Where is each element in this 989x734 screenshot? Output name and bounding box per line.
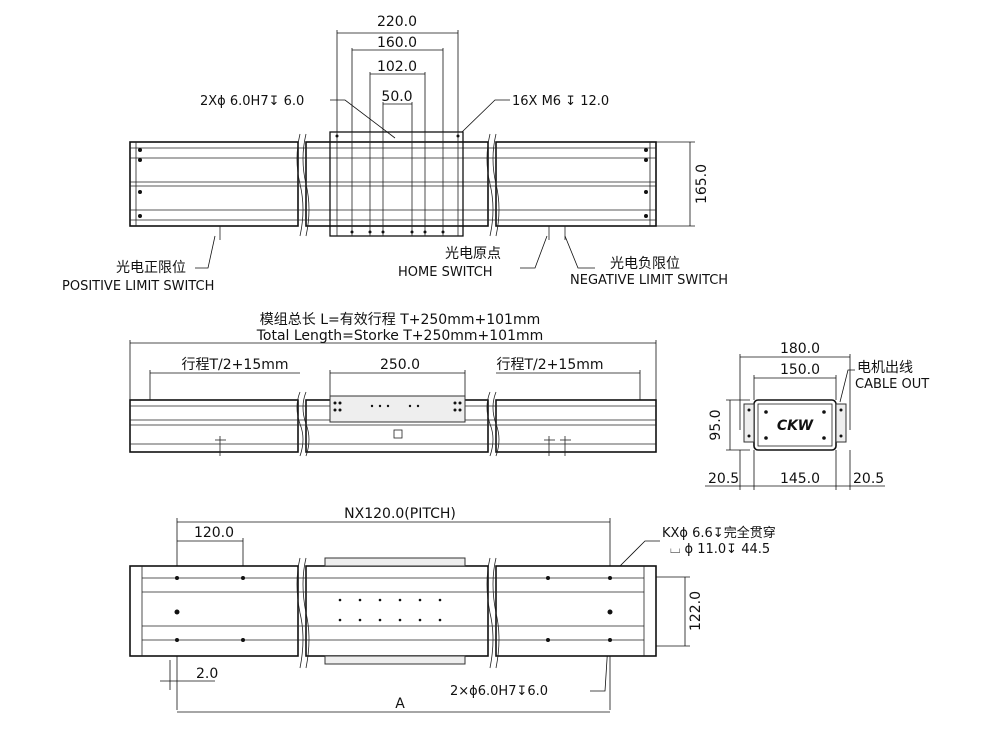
total-length-cn: 模组总长 L=有效行程 T+250mm+101mm: [260, 312, 540, 328]
bottom-dim-120: 120.0: [194, 525, 234, 541]
top-callout-pin: 2Xϕ 6.0H7↧ 6.0: [200, 94, 304, 109]
end-dim-20-5-left: 20.5: [708, 471, 739, 487]
top-dim-165: 165.0: [694, 164, 710, 204]
end-block-inner: [757, 403, 833, 447]
end-dim-150: 150.0: [780, 362, 820, 378]
top-dim-220: 220.0: [377, 14, 417, 30]
bottom-pitch: NX120.0(PITCH): [344, 506, 456, 522]
side-rail-right: [495, 399, 657, 453]
ckw-logo: CKW: [777, 418, 814, 434]
positive-switch-en: POSITIVE LIMIT SWITCH: [62, 279, 214, 294]
top-dim-160: 160.0: [377, 35, 417, 51]
kx-callout-2: ⌴ ϕ 11.0↧ 44.5: [670, 542, 770, 557]
bottom-dim-122: 122.0: [688, 591, 704, 631]
bottom-rail-lines: [141, 566, 645, 656]
top-rail-right: [495, 141, 657, 227]
top-rail-left: [129, 141, 299, 227]
bottom-break-marks: [296, 557, 500, 669]
side-switches: [215, 429, 571, 456]
total-length-en: Total Length=Storke T+250mm+101mm: [256, 328, 544, 344]
top-dim-50: 50.0: [381, 89, 412, 105]
bottom-carriage-top: [324, 557, 466, 567]
top-switch-markers: [195, 226, 595, 269]
top-view: 220.0 160.0 102.0 50.0 2Xϕ 6.0H7↧ 6.0 16…: [62, 14, 728, 294]
cable-out-cn: 电机出线: [857, 360, 913, 376]
end-dim-180: 180.0: [780, 341, 820, 357]
top-carriage-grid: [336, 132, 459, 236]
top-rail-holes: [138, 134, 648, 234]
stroke-right: 行程T/2+15mm: [497, 357, 604, 373]
bottom-callout-pin: 2×ϕ6.0H7↧6.0: [450, 684, 548, 699]
end-dim-145: 145.0: [780, 471, 820, 487]
side-carriage-holes: [333, 401, 462, 412]
side-break-marks: [296, 391, 500, 457]
bottom-holes: [174, 576, 613, 642]
top-callout-thread: 16X M6 ↧ 12.0: [512, 94, 609, 109]
top-carriage: [329, 131, 464, 237]
negative-switch-en: NEGATIVE LIMIT SWITCH: [570, 273, 728, 288]
home-switch-cn: 光电原点: [445, 246, 501, 262]
top-rail-mid: [305, 141, 489, 227]
bottom-rail-mid: [305, 565, 489, 657]
end-dim-95: 95.0: [708, 409, 724, 440]
side-dim-250: 250.0: [380, 357, 420, 373]
bottom-rail-left: [129, 565, 299, 657]
side-carriage: [329, 395, 466, 423]
bottom-dim-A: A: [395, 696, 405, 712]
cable-out-en: CABLE OUT: [855, 377, 929, 392]
bottom-dim-2: 2.0: [196, 666, 218, 682]
top-rail-grooves: [130, 142, 656, 226]
home-switch-en: HOME SWITCH: [398, 265, 493, 280]
end-flange-left: [743, 403, 755, 443]
bottom-view: NX120.0(PITCH) 120.0 KXϕ 6.6↧完全贯穿 ⌴ ϕ 11…: [129, 506, 776, 713]
kx-callout-1: KXϕ 6.6↧完全贯穿: [662, 525, 776, 541]
end-flange-right: [835, 403, 847, 443]
stroke-left: 行程T/2+15mm: [182, 357, 289, 373]
end-dim-20-5-right: 20.5: [853, 471, 884, 487]
negative-switch-cn: 光电负限位: [610, 256, 680, 272]
end-dimensions: [705, 354, 885, 490]
top-break-marks: [296, 133, 500, 237]
bottom-carriage-bottom: [324, 655, 466, 665]
side-dimensions: [129, 340, 657, 410]
end-mount-holes: [747, 408, 843, 440]
bottom-rail-right: [495, 565, 657, 657]
top-dimensions: [330, 30, 695, 227]
end-view: 180.0 150.0 电机出线 CABLE OUT 95.0 20.5 145…: [705, 341, 929, 490]
top-dim-102: 102.0: [377, 59, 417, 75]
side-rail-left: [129, 399, 299, 453]
side-view: 模组总长 L=有效行程 T+250mm+101mm Total Length=S…: [129, 312, 657, 457]
positive-switch-cn: 光电正限位: [116, 260, 186, 276]
